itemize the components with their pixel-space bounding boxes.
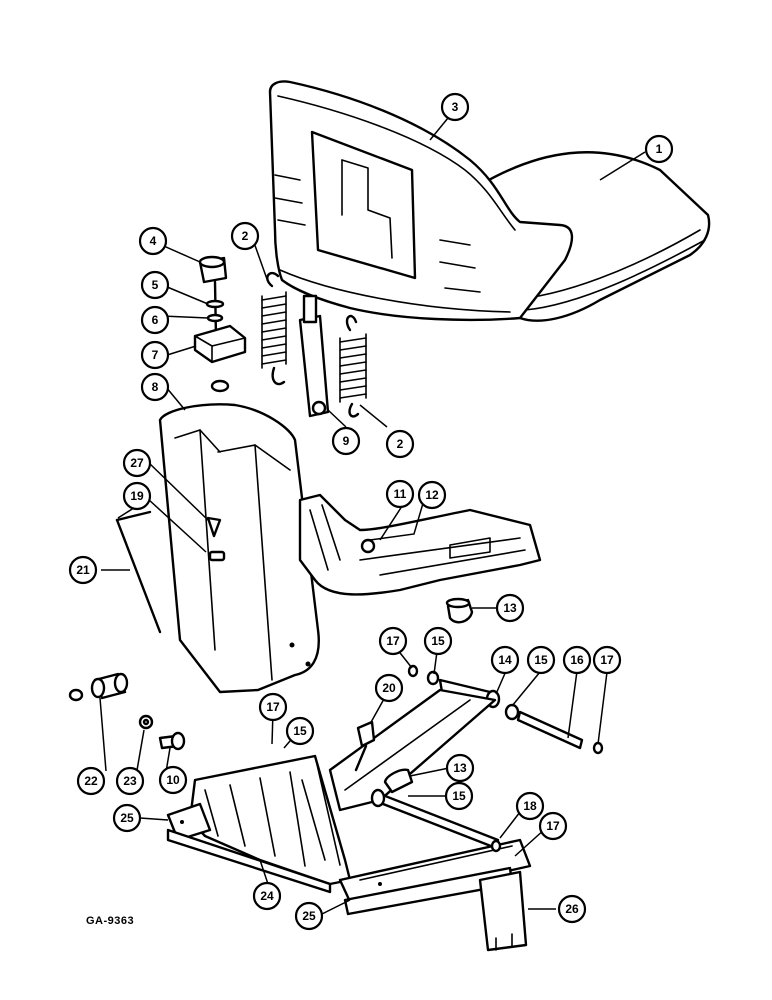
callout-19: 19	[122, 481, 152, 511]
bolt-and-spacer-set	[68, 672, 186, 751]
callout-25-left: 25	[112, 803, 142, 833]
svg-text:7: 7	[152, 348, 159, 362]
callout-11: 11	[385, 479, 415, 509]
svg-text:18: 18	[523, 799, 537, 813]
svg-text:26: 26	[565, 902, 579, 916]
slide-rail-right	[338, 838, 532, 916]
svg-text:17: 17	[386, 634, 400, 648]
slide-rod	[370, 788, 502, 853]
svg-text:16: 16	[570, 653, 584, 667]
callout-9: 9	[331, 426, 361, 456]
rubber-stop-lower	[383, 768, 414, 794]
svg-text:15: 15	[293, 724, 307, 738]
tension-spring-right	[339, 314, 367, 418]
adjuster-knob-assembly	[193, 255, 247, 393]
svg-text:19: 19	[130, 489, 144, 503]
svg-text:5: 5	[152, 278, 159, 292]
callout-23: 23	[115, 766, 145, 796]
callout-12: 12	[417, 480, 447, 510]
callout-6: 6	[140, 305, 170, 335]
callout-17-d: 17	[538, 811, 568, 841]
svg-text:15: 15	[452, 789, 466, 803]
callout-2-left: 2	[230, 221, 260, 251]
svg-text:15: 15	[431, 634, 445, 648]
svg-text:2: 2	[397, 437, 404, 451]
svg-text:22: 22	[84, 774, 98, 788]
callout-22: 22	[76, 766, 106, 796]
svg-text:11: 11	[394, 487, 407, 501]
slide-rail-left	[166, 802, 332, 894]
svg-text:8: 8	[152, 380, 159, 394]
svg-text:23: 23	[123, 774, 137, 788]
svg-text:6: 6	[152, 313, 159, 327]
callout-15-a: 15	[423, 626, 453, 656]
tension-spring-left	[261, 271, 287, 386]
cross-rod	[504, 703, 604, 755]
svg-text:9: 9	[343, 434, 350, 448]
svg-text:25: 25	[302, 909, 316, 923]
callout-5: 5	[140, 270, 170, 300]
svg-text:17: 17	[546, 819, 560, 833]
svg-text:20: 20	[382, 681, 396, 695]
callout-1: 1	[644, 134, 674, 164]
callout-26: 26	[557, 894, 587, 924]
callout-7: 7	[140, 340, 170, 370]
decal-strip	[115, 510, 162, 634]
callout-15-b: 15	[526, 645, 556, 675]
callout-2-right: 2	[385, 429, 415, 459]
callout-10: 10	[158, 765, 188, 795]
svg-text:25: 25	[120, 811, 134, 825]
callout-4: 4	[138, 226, 168, 256]
seat-back	[268, 80, 574, 322]
svg-text:27: 27	[130, 456, 144, 470]
callout-14: 14	[490, 645, 520, 675]
drawing-reference-code: GA-9363	[86, 915, 135, 927]
callout-16: 16	[562, 645, 592, 675]
callout-17-b: 17	[592, 645, 622, 675]
mounting-bracket	[478, 870, 528, 952]
grease-fitting	[354, 720, 376, 772]
suspension-cover	[158, 403, 320, 694]
callout-24: 24	[252, 881, 282, 911]
callout-17-c: 17	[258, 692, 288, 722]
svg-text:17: 17	[600, 653, 614, 667]
callout-17-a: 17	[378, 626, 408, 656]
callout-8: 8	[140, 372, 170, 402]
callout-21: 21	[68, 555, 98, 585]
callout-18: 18	[515, 791, 545, 821]
callout-27: 27	[122, 448, 152, 478]
callout-25-lower: 25	[294, 901, 324, 931]
suspension-frame-upper	[298, 493, 542, 596]
callout-15-c: 15	[285, 716, 315, 746]
svg-text:13: 13	[453, 761, 467, 775]
shock-absorber	[298, 294, 330, 418]
callout-13-lower: 13	[445, 753, 475, 783]
callout-3: 3	[440, 92, 470, 122]
callout-15-d: 15	[444, 781, 474, 811]
svg-text:13: 13	[503, 601, 517, 615]
svg-text:10: 10	[166, 773, 180, 787]
svg-text:12: 12	[425, 488, 439, 502]
svg-text:2: 2	[242, 229, 249, 243]
callout-13-upper: 13	[495, 593, 525, 623]
callout-20: 20	[374, 673, 404, 703]
svg-text:1: 1	[656, 142, 663, 156]
leader-lines	[99, 117, 646, 915]
svg-text:17: 17	[266, 700, 280, 714]
svg-text:3: 3	[452, 100, 459, 114]
svg-text:24: 24	[260, 889, 274, 903]
rubber-stop-upper	[445, 597, 474, 624]
svg-text:14: 14	[498, 653, 512, 667]
svg-text:15: 15	[534, 653, 548, 667]
svg-text:21: 21	[76, 563, 90, 577]
svg-text:4: 4	[150, 234, 157, 248]
scissor-link	[328, 688, 497, 812]
